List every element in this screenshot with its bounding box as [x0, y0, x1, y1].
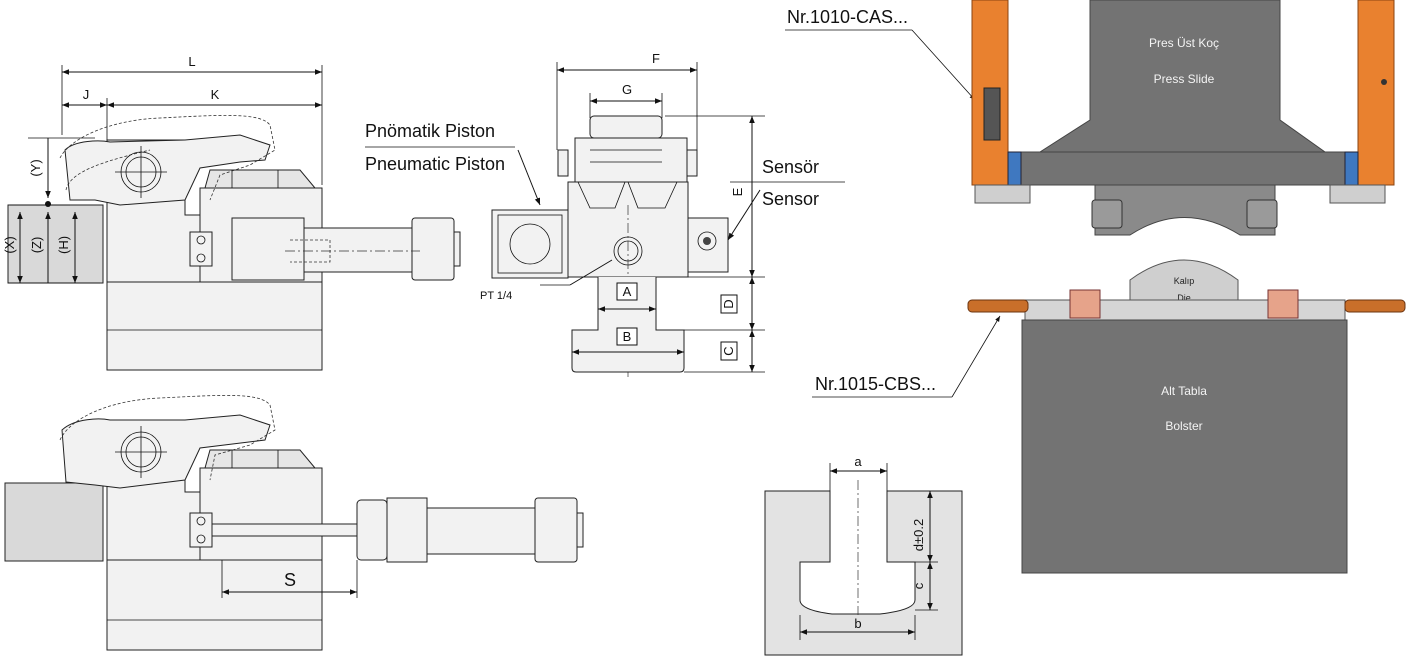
piston-rod: [211, 523, 358, 537]
dim-c: c: [911, 582, 926, 589]
dim-D: D: [721, 299, 736, 308]
nut: [204, 169, 317, 189]
dim-b: b: [854, 616, 861, 631]
dim-L: L: [188, 54, 195, 69]
bolster-en: Bolster: [1165, 419, 1202, 433]
piston-port-block: [491, 209, 569, 279]
dim-S: S: [284, 570, 296, 590]
upper-clamp-right: [1357, 0, 1395, 186]
dim-F: F: [652, 51, 660, 66]
press-slide-tr: Pres Üst Koç: [1149, 36, 1219, 50]
dim-E: E: [730, 187, 745, 196]
upper-die: [1094, 184, 1276, 236]
piston-label-en: Pneumatic Piston: [365, 154, 505, 174]
dim-G: G: [622, 82, 632, 97]
upper-part-number: Nr.1010-CAS...: [787, 7, 908, 27]
dim-Z: (Z): [29, 237, 44, 254]
side-view: L J K (Y) (X) (Z) (H): [2, 54, 461, 371]
workpiece-2: [4, 482, 104, 562]
stroke-view: S: [4, 395, 584, 651]
dim-H: (H): [56, 236, 71, 254]
top-knob: [589, 115, 663, 139]
dim-J: J: [83, 87, 90, 102]
dim-a: a: [854, 454, 862, 469]
dim-A: A: [623, 284, 632, 299]
cylinder-extended: [356, 499, 388, 561]
dim-X: (X): [2, 236, 17, 253]
dim-K: K: [211, 87, 220, 102]
clamp-jaw: [64, 134, 271, 206]
dim-B: B: [623, 329, 632, 344]
piston-label-tr: Pnömatik Piston: [365, 121, 495, 141]
port-label: PT 1/4: [480, 290, 512, 302]
bolster-tr: Alt Tabla: [1161, 384, 1207, 398]
dim-d: d±0.2: [911, 519, 926, 551]
lower-part-number: Nr.1015-CBS...: [815, 374, 936, 394]
die-tr: Kalıp: [1174, 276, 1195, 286]
clamp-base: [106, 281, 323, 371]
workpiece: [7, 204, 104, 284]
sensor-block: [687, 217, 729, 273]
press-slide-en: Press Slide: [1154, 72, 1215, 86]
lower-clamp-right: [1344, 299, 1406, 313]
lower-clamp-left: [967, 299, 1029, 313]
pneumatic-cylinder: [231, 217, 305, 281]
dim-Y: (Y): [28, 159, 43, 176]
sensor-connector: [189, 231, 213, 267]
sensor-label-tr: Sensör: [762, 157, 819, 177]
dim-C: C: [721, 346, 736, 355]
t-slot-section: a b d±0.2 c: [764, 454, 963, 656]
front-view: Pnömatik Piston Pneumatic Piston F G Sen…: [365, 51, 845, 380]
sensor-label-en: Sensor: [762, 189, 819, 209]
t-slot-tenon: [571, 277, 685, 373]
t-slot-profile: [764, 490, 963, 656]
bolster: [1021, 319, 1348, 574]
press-illustration: Nr.1010-CAS... Pres Üst Koç Press Slide …: [785, 0, 1406, 574]
lower-die: [1129, 259, 1239, 301]
die-en: Die: [1177, 293, 1191, 303]
